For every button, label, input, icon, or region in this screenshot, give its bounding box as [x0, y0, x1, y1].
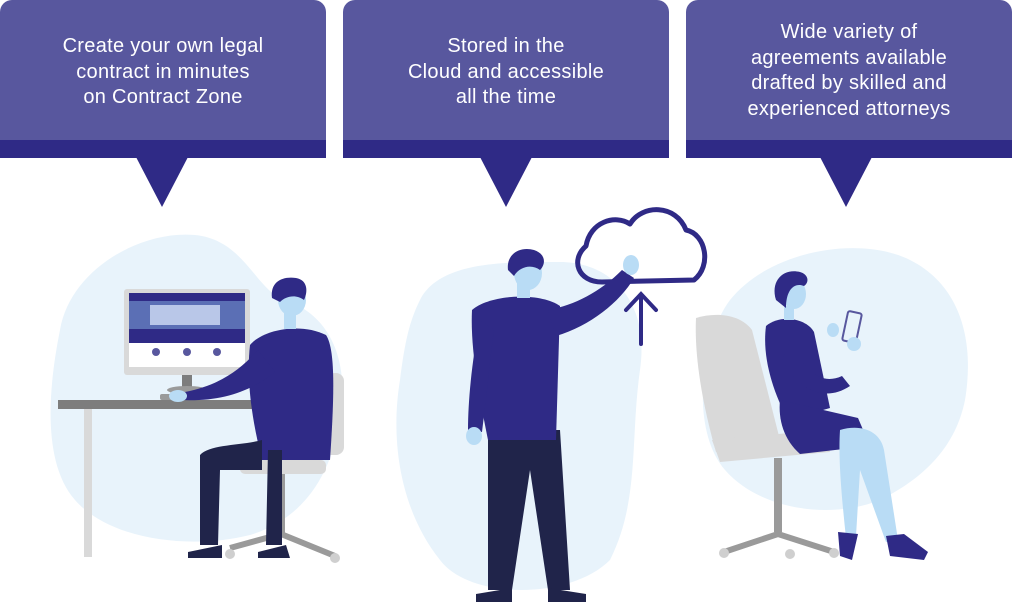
panel-body	[0, 0, 326, 140]
caption-line: all the time	[455, 86, 557, 108]
desk-top	[58, 400, 288, 409]
caption-line: Cloud and accessible	[407, 60, 605, 83]
person-legs	[488, 430, 570, 590]
person-torso	[471, 296, 560, 440]
chair-column	[774, 458, 782, 532]
feature-panel-create-contract: Create your own legal contract in minute…	[0, 0, 326, 207]
person-hair	[507, 248, 544, 276]
person-hand	[623, 255, 639, 275]
caption-line: agreements available	[750, 46, 948, 69]
chair-base	[723, 530, 835, 555]
person-hand	[847, 337, 861, 351]
person-shoe	[838, 532, 858, 560]
screen-dark-band	[129, 329, 245, 343]
person-arm-raised	[548, 270, 634, 336]
person-neck	[284, 313, 296, 329]
caption-line: on Contract Zone	[83, 86, 243, 108]
person-hair	[271, 277, 307, 302]
feature-panel-agreements: Wide variety of agreements available dra…	[686, 0, 1012, 207]
feature-panel-cloud-storage: Stored in the Cloud and accessible all t…	[343, 0, 669, 207]
illustration-cloud-user	[396, 207, 708, 602]
panel-pointer	[480, 157, 532, 207]
caption-line: Wide variety of	[780, 21, 918, 43]
person-shoe	[188, 545, 222, 558]
cloud-icon	[575, 207, 708, 285]
person-shoe	[476, 588, 512, 602]
panel-pointer	[136, 157, 188, 207]
person-shoe	[886, 534, 928, 560]
person-legs	[839, 427, 898, 542]
panel-caption: Stored in the Cloud and accessible all t…	[353, 34, 659, 111]
panel-body	[686, 0, 1012, 140]
desk-leg	[84, 409, 92, 557]
caption-line: Stored in the	[447, 35, 565, 57]
screen-feature-icon	[183, 348, 191, 356]
monitor-neck	[182, 375, 192, 389]
screen-feature-icon	[213, 348, 221, 356]
person-arm	[782, 340, 850, 394]
panel-band	[686, 140, 1012, 158]
panel-body	[343, 0, 669, 140]
person-arm-down	[468, 320, 494, 432]
person-legs	[200, 440, 282, 545]
person-arm	[180, 350, 275, 401]
person-torso	[248, 328, 334, 460]
screen-header	[129, 293, 245, 301]
person-shoe	[258, 545, 290, 558]
illustration-tablet-reader	[695, 248, 968, 560]
person-hair	[774, 271, 808, 308]
screen-banner-box	[150, 305, 220, 325]
person-hand	[169, 390, 187, 402]
chair-back	[695, 314, 780, 452]
screen-feature-icon	[152, 348, 160, 356]
panel-pointer	[820, 157, 872, 207]
panel-caption: Wide variety of agreements available dra…	[696, 20, 1002, 122]
panel-band	[343, 140, 669, 158]
upload-arrow-icon	[624, 291, 658, 346]
person-neck	[784, 306, 794, 320]
caption-line: experienced attorneys	[747, 97, 951, 120]
caption-line: drafted by skilled and	[751, 72, 947, 94]
panel-caption: Create your own legal contract in minute…	[10, 34, 316, 111]
illustration-desk-worker	[50, 234, 344, 563]
person-hand	[466, 427, 482, 445]
person-shoe	[548, 588, 586, 602]
panel-band	[0, 140, 326, 158]
caption-line: Create your own legal	[62, 35, 264, 57]
caption-line: contract in minutes	[76, 60, 250, 83]
person-hand	[827, 323, 839, 337]
